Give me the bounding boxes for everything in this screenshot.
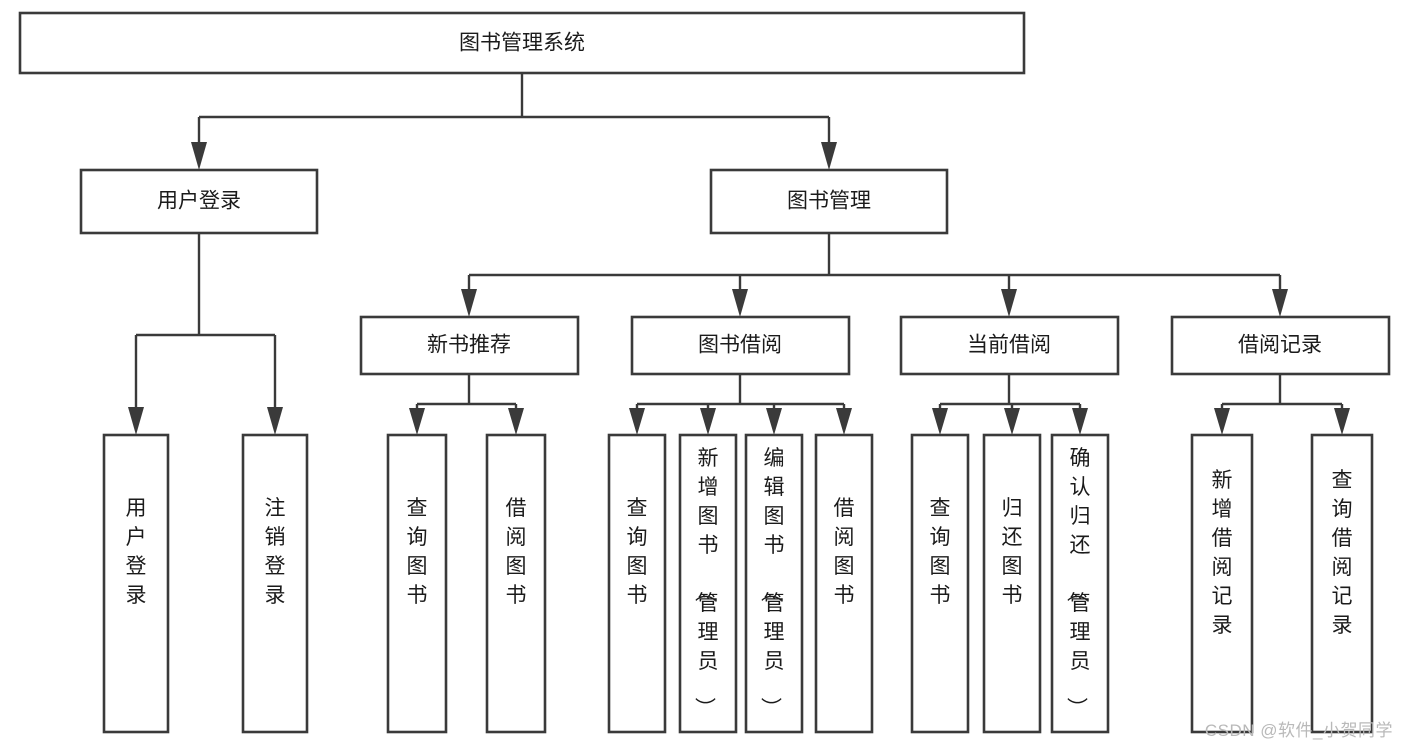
arrowhead-current-return <box>1004 408 1020 435</box>
leaf-borrow-borrow-book-label: 借阅图书 <box>834 497 855 607</box>
arrowhead-record <box>1272 289 1288 317</box>
leaf-borrow-add-book-label: 新增图书（管理员） <box>693 447 719 718</box>
node-book-borrow-label: 图书借阅 <box>698 334 782 357</box>
node-book-borrow-box[interactable] <box>630 315 851 376</box>
arrowhead-current-query <box>932 408 948 435</box>
arrowhead-current-confirm <box>1072 408 1088 435</box>
leaf-borrow-edit-book-box[interactable] <box>744 433 804 734</box>
leaf-logout-label: 注销登录 <box>265 497 286 607</box>
leaf-record-add-record-box[interactable] <box>1190 433 1254 734</box>
arrowhead-leaf-logout <box>267 407 283 435</box>
leaf-record-add-record-label: 新增借阅记录 <box>1212 469 1233 637</box>
node-current-borrow[interactable]: 当前借阅 <box>899 315 1120 376</box>
leaf-record-add-record[interactable]: 新增借阅记录 <box>1190 433 1254 734</box>
arrowhead-book-mgmt <box>821 142 837 170</box>
leaf-current-query-book-label: 查询图书 <box>930 497 951 607</box>
leaf-borrow-borrow-book-box[interactable] <box>814 433 874 734</box>
leaf-borrow-query-book-box[interactable] <box>607 433 667 734</box>
node-new-book-recommend-box[interactable] <box>359 315 580 376</box>
leaf-borrow-add-book[interactable]: 新增图书（管理员） <box>678 433 738 734</box>
leaf-newbook-borrow-book-label: 借阅图书 <box>506 497 527 607</box>
arrowhead-newbook <box>461 289 477 317</box>
leaf-newbook-query-book-box[interactable] <box>386 433 448 734</box>
leaf-current-query-book-box[interactable] <box>910 433 970 734</box>
leaf-user-login-label: 用户登录 <box>126 497 147 607</box>
leaf-newbook-query-book-label: 查询图书 <box>407 497 428 607</box>
leaf-newbook-query-book[interactable]: 查询图书 <box>386 433 448 734</box>
leaf-current-confirm-return[interactable]: 确认归还（管理员） <box>1050 433 1110 734</box>
leaf-borrow-query-book[interactable]: 查询图书 <box>607 433 667 734</box>
leaf-current-confirm-return-label: 确认归还（管理员） <box>1065 447 1091 718</box>
arrowhead-borrow-add <box>700 408 716 435</box>
node-current-borrow-box[interactable] <box>899 315 1120 376</box>
arrowhead-record-add <box>1214 408 1230 435</box>
node-book-management[interactable]: 图书管理 <box>709 168 949 235</box>
leaf-current-return-book-label: 归还图书 <box>1002 497 1023 607</box>
arrowhead-borrow-borrow <box>836 408 852 435</box>
leaf-borrow-edit-book-label: 编辑图书（管理员） <box>759 447 785 718</box>
node-current-borrow-label: 当前借阅 <box>967 334 1051 357</box>
node-root-label: 图书管理系统 <box>459 32 585 55</box>
leaf-current-return-book[interactable]: 归还图书 <box>982 433 1042 734</box>
arrowhead-current <box>1001 289 1017 317</box>
arrowhead-borrow-query <box>629 408 645 435</box>
arrowhead-record-query <box>1334 408 1350 435</box>
leaf-user-login[interactable]: 用户登录 <box>102 433 170 734</box>
leaf-current-return-book-box[interactable] <box>982 433 1042 734</box>
leaf-current-query-book[interactable]: 查询图书 <box>910 433 970 734</box>
leaf-user-login-box[interactable] <box>102 433 170 734</box>
leaf-newbook-borrow-book-box[interactable] <box>485 433 547 734</box>
arrowhead-leaf-user-login <box>128 407 144 435</box>
node-borrow-record-label: 借阅记录 <box>1238 334 1322 357</box>
node-book-management-label: 图书管理 <box>787 190 871 213</box>
node-user-login-box[interactable] <box>79 168 319 235</box>
leaf-current-confirm-return-box[interactable] <box>1050 433 1110 734</box>
leaf-newbook-borrow-book[interactable]: 借阅图书 <box>485 433 547 734</box>
connector-layer <box>128 73 1350 435</box>
leaf-record-query-record-label: 查询借阅记录 <box>1332 469 1353 637</box>
node-user-login[interactable]: 用户登录 <box>79 168 319 235</box>
leaf-borrow-borrow-book[interactable]: 借阅图书 <box>814 433 874 734</box>
node-borrow-record-box[interactable] <box>1170 315 1391 376</box>
node-user-login-label: 用户登录 <box>157 190 241 213</box>
arrowhead-borrow-edit <box>766 408 782 435</box>
node-root[interactable]: 图书管理系统 <box>18 11 1026 75</box>
leaf-borrow-add-book-box[interactable] <box>678 433 738 734</box>
node-book-management-box[interactable] <box>709 168 949 235</box>
node-root-box[interactable] <box>18 11 1026 75</box>
leaf-borrow-edit-book[interactable]: 编辑图书（管理员） <box>744 433 804 734</box>
leaf-borrow-query-book-label: 查询图书 <box>627 497 648 607</box>
node-new-book-recommend-label: 新书推荐 <box>427 334 511 357</box>
leaf-record-query-record[interactable]: 查询借阅记录 <box>1310 433 1374 734</box>
node-book-borrow[interactable]: 图书借阅 <box>630 315 851 376</box>
node-new-book-recommend[interactable]: 新书推荐 <box>359 315 580 376</box>
node-borrow-record[interactable]: 借阅记录 <box>1170 315 1391 376</box>
arrowhead-newbook-query <box>409 408 425 435</box>
leaf-record-query-record-box[interactable] <box>1310 433 1374 734</box>
arrowhead-newbook-borrow <box>508 408 524 435</box>
leaf-logout[interactable]: 注销登录 <box>241 433 309 734</box>
arrowhead-borrow <box>732 289 748 317</box>
arrowhead-user-login <box>191 142 207 170</box>
leaf-logout-box[interactable] <box>241 433 309 734</box>
